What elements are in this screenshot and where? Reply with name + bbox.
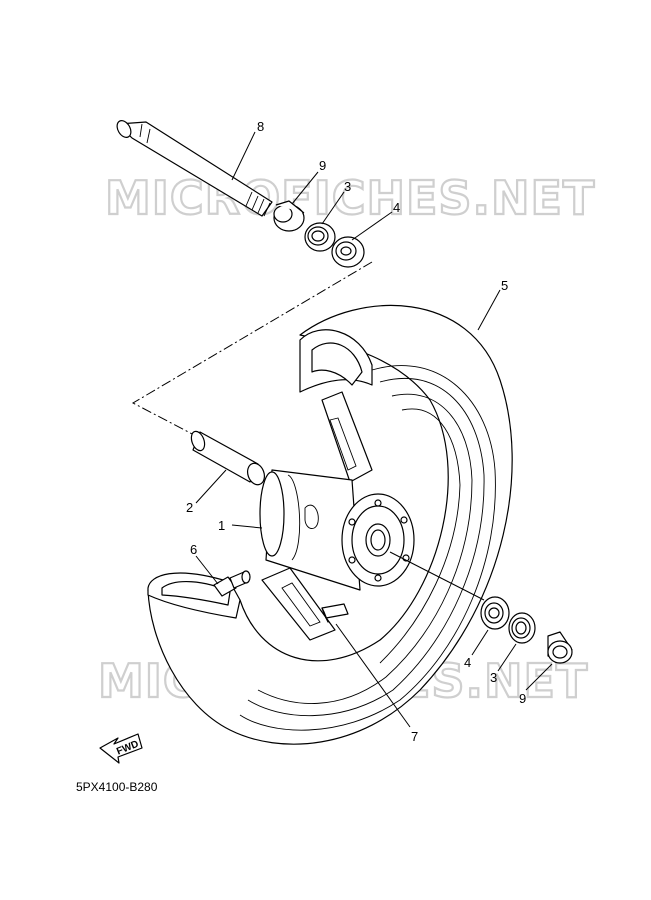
collar-bottom-part	[547, 631, 573, 664]
callout-valve: 6	[190, 542, 197, 557]
callout-spacer: 2	[186, 500, 193, 515]
callout-weight: 7	[411, 729, 418, 744]
seal-bottom-part	[508, 612, 536, 644]
callout-seal-top: 3	[344, 179, 351, 194]
callout-bearing-bottom: 4	[464, 655, 471, 670]
callout-bearing-top: 4	[393, 200, 400, 215]
bearing-top-part	[331, 236, 365, 268]
callout-wheel: 1	[218, 518, 225, 533]
forward-arrow-icon: FWD	[99, 733, 143, 764]
collar-top-part	[273, 200, 305, 232]
callout-seal-bottom: 3	[490, 670, 497, 685]
callout-collar-bottom: 9	[519, 691, 526, 706]
seal-top-part	[304, 222, 336, 252]
callout-tire: 5	[501, 278, 508, 293]
watermark-top: MICROFICHES.NET	[105, 171, 595, 225]
assembly-dash-line	[131, 261, 373, 437]
bearing-bottom-part	[480, 596, 510, 630]
valve-part	[213, 570, 251, 597]
part-code: 5PX4100-B280	[76, 780, 158, 794]
axle-part	[116, 120, 273, 217]
leader-lines	[195, 131, 553, 728]
callout-axle: 8	[257, 119, 264, 134]
balance-weight-part	[321, 603, 349, 623]
callout-collar-top: 9	[319, 158, 326, 173]
spacer-part	[190, 430, 266, 486]
